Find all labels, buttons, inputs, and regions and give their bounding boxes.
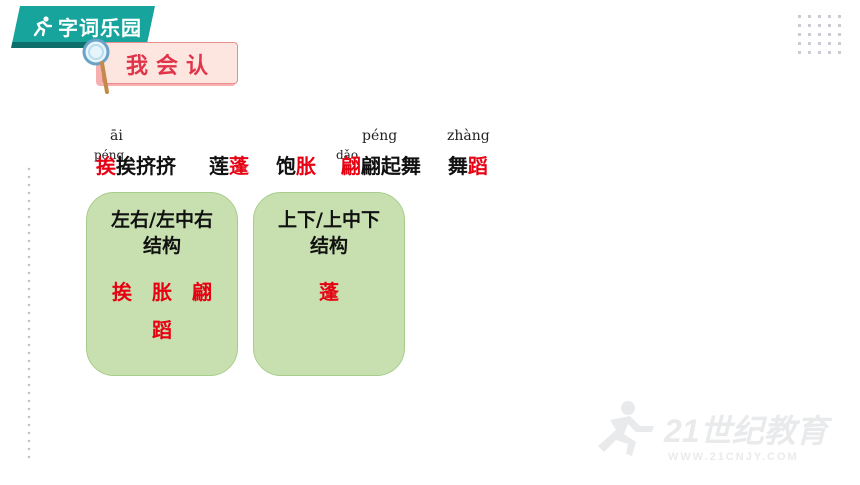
header-content: 字词乐园 — [30, 10, 142, 42]
word-pianpianqiwu: 翩翩起舞 — [341, 150, 421, 179]
category-box-top-bottom: 上下/上中下 结构 蓬 — [253, 192, 405, 376]
word-rest: 挨挤挤 — [116, 154, 176, 178]
category-chars-line1: 蓬 — [319, 280, 339, 304]
pinyin-peng-1: péng — [94, 148, 125, 162]
word-highlight: 胀 — [295, 154, 316, 178]
section-title: 我会认 — [126, 54, 217, 79]
word-highlight: 蓬 — [228, 154, 249, 178]
word-highlight: 翩 — [340, 154, 361, 178]
category-title-line2: 结构 — [142, 235, 181, 257]
running-person-icon — [33, 16, 53, 37]
watermark-url: WWW.21CNJY.COM — [668, 451, 799, 463]
category-chars-line2: 蹈 — [152, 318, 172, 342]
word-highlight: 挨 — [96, 154, 116, 178]
word-row: 挨挨挤挤 莲蓬 饱胀 翩翩起舞 舞蹈 — [96, 150, 488, 179]
pinyin-dao: dǎo — [336, 148, 359, 162]
word-wudao: 舞蹈 — [448, 150, 488, 179]
word-rest: 舞 — [447, 154, 468, 178]
category-title-line1: 左右/左中右 — [111, 209, 213, 231]
side-dotted-line — [27, 165, 31, 460]
word-aijiji: 挨挨挤挤 — [96, 150, 176, 179]
category-title-line2: 结构 — [309, 235, 348, 257]
pinyin-zhang: zhàng — [447, 128, 490, 144]
word-highlight: 蹈 — [467, 154, 488, 178]
dot-grid-decoration — [798, 15, 841, 54]
category-title: 上下/上中下 结构 — [254, 207, 404, 259]
category-title: 左右/左中右 结构 — [87, 207, 237, 259]
category-box-left-right: 左右/左中右 结构 挨 胀 翩 蹈 — [86, 192, 238, 376]
category-chars: 蓬 — [254, 273, 404, 311]
category-title-line1: 上下/上中下 — [278, 209, 380, 231]
pinyin-peng-2: péng — [362, 128, 398, 144]
word-rest: 莲 — [208, 154, 229, 178]
magnifier-icon — [82, 38, 110, 94]
header-title: 字词乐园 — [58, 15, 142, 40]
category-chars-line1: 挨 胀 翩 — [112, 280, 212, 304]
word-rest: 饱 — [275, 154, 296, 178]
category-chars: 挨 胀 翩 蹈 — [87, 273, 237, 349]
watermark-text: 21世纪教育 — [663, 413, 833, 449]
pinyin-ai: āi — [110, 128, 123, 144]
word-rest: 翩起舞 — [360, 154, 421, 178]
word-baozhang: 饱胀 — [276, 150, 316, 179]
watermark-logo: 21世纪教育 WWW.21CNJY.COM — [598, 401, 833, 463]
word-lianpeng: 莲蓬 — [209, 150, 249, 179]
